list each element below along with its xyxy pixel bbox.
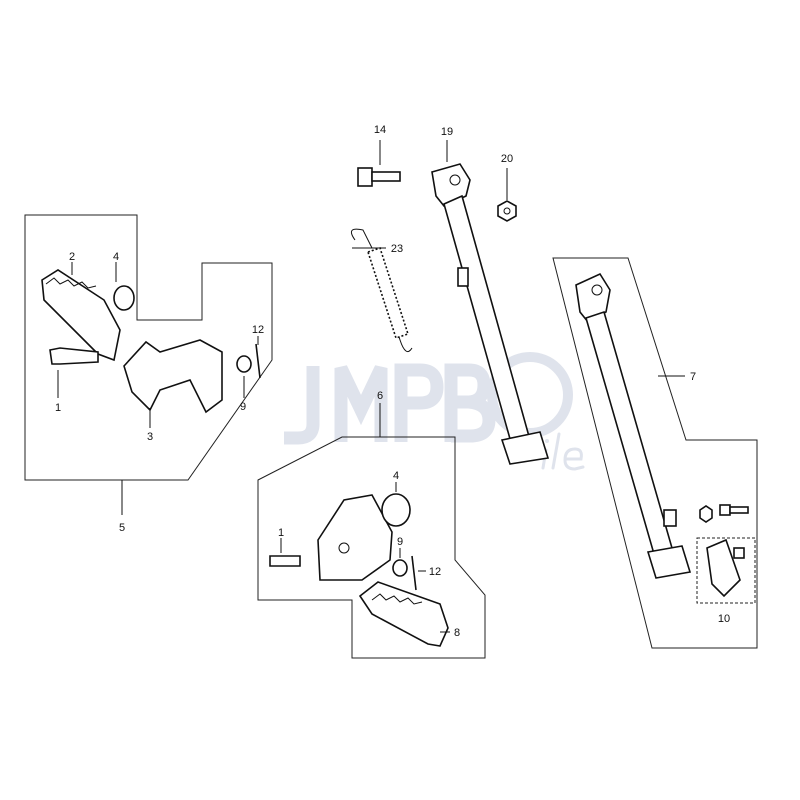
- pad-subgroup-outline: [696, 537, 756, 604]
- left-footrest-parts: [41, 262, 261, 428]
- callout-9-left: 9: [240, 401, 246, 413]
- side-stand-assembly-part: [575, 272, 749, 598]
- callout-14: 14: [374, 124, 386, 136]
- callout-3: 3: [147, 431, 153, 443]
- side-stand-group-outline: [552, 257, 758, 649]
- side-stand-part: [431, 140, 550, 465]
- watermark-logo: [284, 352, 585, 471]
- callout-19: 19: [441, 126, 453, 138]
- callout-10: 10: [718, 613, 730, 625]
- callout-7: 7: [690, 371, 696, 383]
- right-footrest-parts: [269, 482, 450, 647]
- callout-9-right: 9: [397, 536, 403, 548]
- callout-2-left: 2: [69, 251, 75, 263]
- spring-part: [350, 228, 413, 353]
- right-footrest-group-outline: [257, 436, 486, 659]
- callout-4-left: 4: [113, 251, 119, 263]
- callout-12-left: 12: [252, 324, 264, 336]
- callout-20: 20: [501, 153, 513, 165]
- callout-6: 6: [377, 390, 383, 402]
- callout-1-left: 1: [55, 402, 61, 414]
- nut-part: [497, 168, 517, 222]
- callout-8: 8: [454, 627, 460, 639]
- callout-23: 23: [391, 243, 403, 255]
- left-footrest-group-outline: [24, 214, 273, 481]
- callout-12-right: 12: [429, 566, 441, 578]
- callout-1-right: 1: [278, 527, 284, 539]
- callout-5: 5: [119, 522, 125, 534]
- callout-4-right: 4: [393, 470, 399, 482]
- bolt-part: [357, 140, 401, 187]
